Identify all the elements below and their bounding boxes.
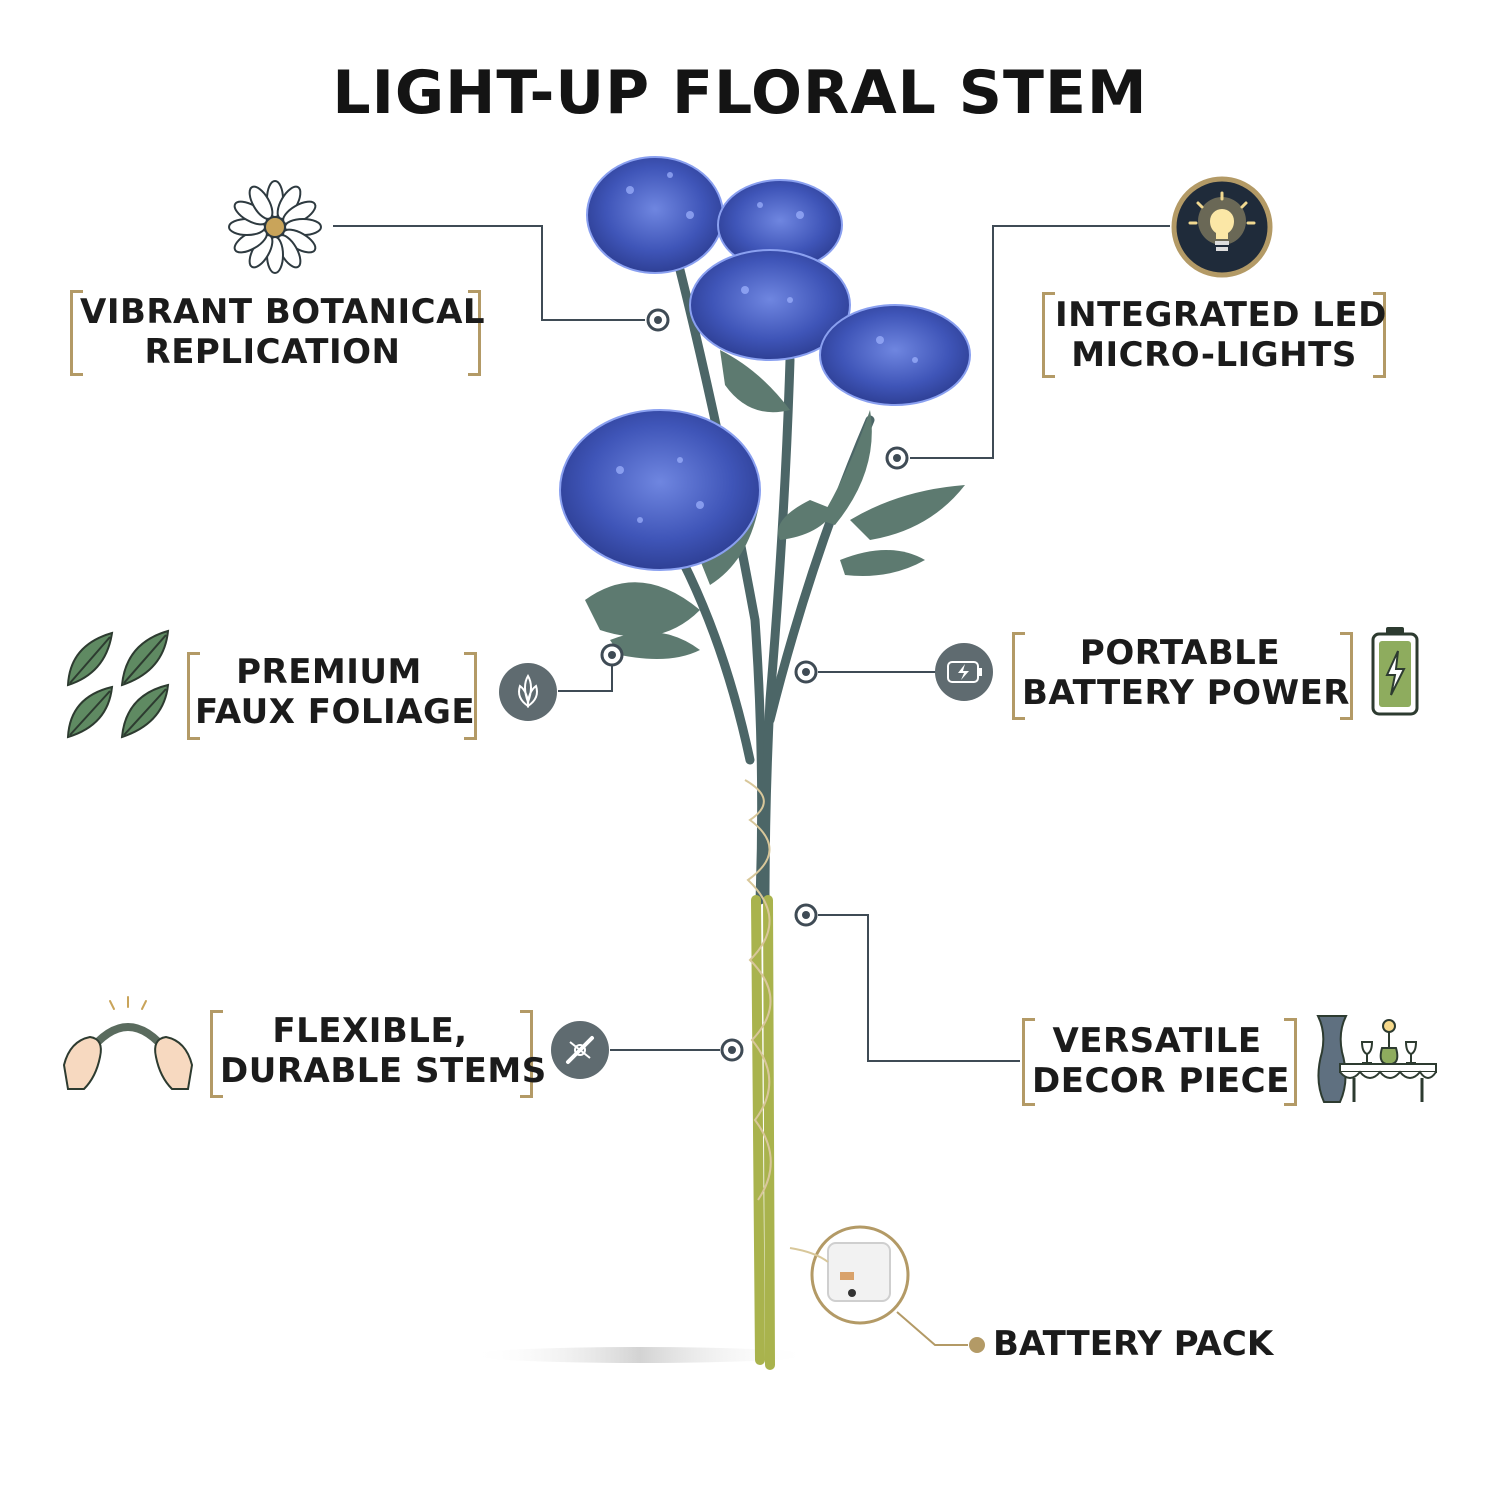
bracket-left bbox=[210, 1010, 223, 1098]
bending-hands-icon bbox=[60, 995, 196, 1093]
feature-foliage-line2: FAUX FOLIAGE bbox=[195, 692, 476, 732]
bracket-left bbox=[1042, 292, 1055, 378]
feature-botanical-line1: VIBRANT BOTANICAL bbox=[80, 292, 486, 332]
feature-decor-line1: VERSATILE bbox=[1052, 1021, 1262, 1061]
bracket-left bbox=[1012, 632, 1025, 720]
feature-led-line1: INTEGRATED LED bbox=[1055, 295, 1387, 335]
feature-label-battery: PORTABLE BATTERY POWER bbox=[1022, 633, 1350, 713]
feature-stems-line2: DURABLE STEMS bbox=[220, 1051, 547, 1091]
daisy-icon bbox=[228, 180, 322, 274]
leaf-badge-icon bbox=[498, 662, 558, 722]
charging-badge-icon bbox=[934, 642, 994, 702]
feature-label-stems: FLEXIBLE, DURABLE STEMS bbox=[220, 1011, 547, 1091]
bracket-right bbox=[468, 290, 481, 376]
feature-label-foliage: PREMIUM FAUX FOLIAGE bbox=[195, 652, 476, 732]
feature-led-line2: MICRO-LIGHTS bbox=[1071, 335, 1357, 375]
feature-label-led: INTEGRATED LED MICRO-LIGHTS bbox=[1055, 295, 1387, 375]
bracket-left bbox=[187, 652, 200, 740]
bracket-right bbox=[1340, 632, 1353, 720]
feature-battery-line1: PORTABLE bbox=[1079, 633, 1281, 673]
feature-botanical-line2: REPLICATION bbox=[144, 332, 401, 372]
feature-battery-line2: BATTERY POWER bbox=[1022, 673, 1350, 713]
vase-table-icon bbox=[1310, 1012, 1440, 1104]
feature-stems-line1: FLEXIBLE, bbox=[272, 1011, 468, 1051]
feature-decor-line2: DECOR PIECE bbox=[1032, 1061, 1290, 1101]
bracket-left bbox=[70, 290, 83, 376]
feature-label-decor: VERSATILE DECOR PIECE bbox=[1032, 1021, 1290, 1101]
feature-label-botanical: VIBRANT BOTANICAL REPLICATION bbox=[80, 292, 486, 372]
bracket-left bbox=[1022, 1018, 1035, 1106]
battery-icon bbox=[1370, 625, 1420, 717]
bracket-right bbox=[1373, 292, 1386, 378]
bracket-right bbox=[1284, 1018, 1297, 1106]
lightbulb-icon bbox=[1170, 175, 1274, 279]
feature-foliage-line1: PREMIUM bbox=[236, 652, 422, 692]
bracket-right bbox=[464, 652, 477, 740]
stem-badge-icon bbox=[550, 1020, 610, 1080]
leaves-icon bbox=[62, 625, 174, 740]
page-title: LIGHT-UP FLORAL STEM bbox=[332, 58, 1148, 128]
bracket-right bbox=[520, 1010, 533, 1098]
feature-label-battery-pack: BATTERY PACK bbox=[993, 1324, 1274, 1364]
